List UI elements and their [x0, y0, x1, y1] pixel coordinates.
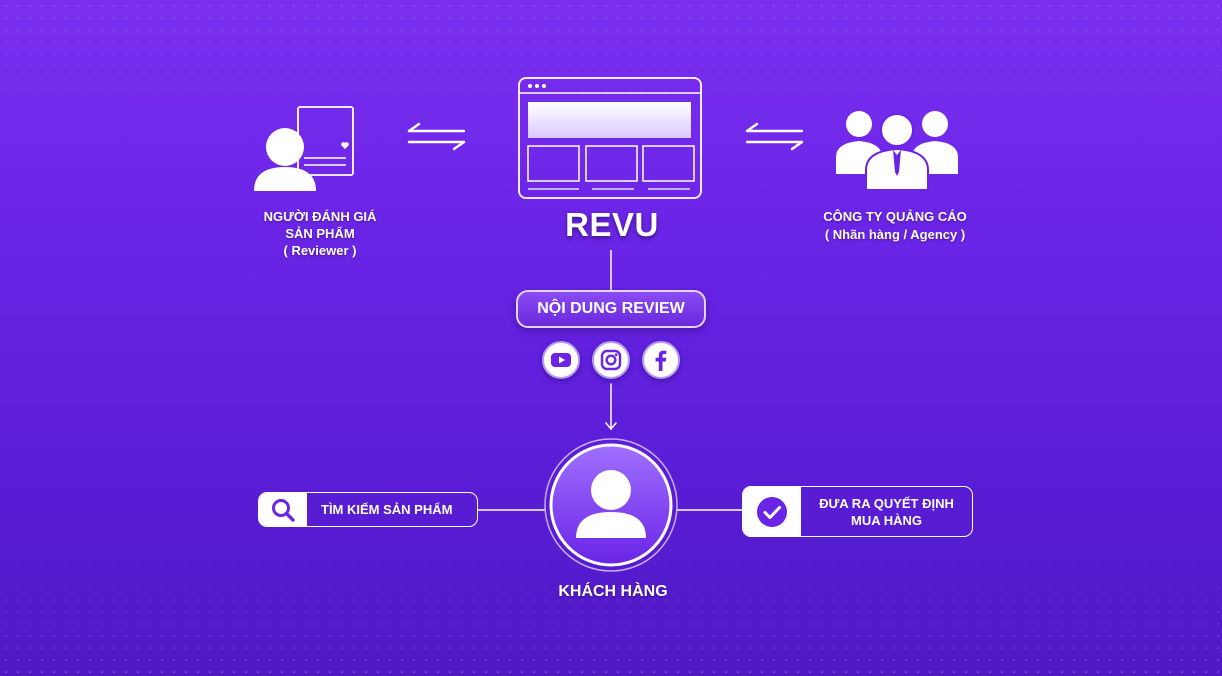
- browser-window-icon: [518, 77, 702, 199]
- reviewer-label-line3: ( Reviewer ): [283, 243, 357, 258]
- reviewer-icon: [254, 106, 354, 191]
- youtube-icon: [542, 341, 580, 379]
- reviewer-label-line2: SẢN PHẨM: [285, 226, 355, 241]
- search-product-label: TÌM KIẾM SẢN PHẨM: [321, 502, 453, 517]
- purchase-decision-label: ĐƯA RA QUYẾT ĐỊNH MUA HÀNG: [801, 495, 972, 529]
- content-review-label: NỘI DUNG REVIEW: [537, 300, 685, 317]
- reviewer-label-line1: NGƯỜI ĐÁNH GIÁ: [263, 209, 377, 224]
- facebook-icon: [642, 341, 680, 379]
- agency-label-line1: CÔNG TY QUẢNG CÁO: [823, 209, 967, 224]
- purchase-decision-line1: ĐƯA RA QUYẾT ĐỊNH: [819, 495, 954, 511]
- exchange-arrow-left: [407, 122, 466, 151]
- check-circle-icon: [743, 487, 801, 536]
- customer-label: KHÁCH HÀNG: [558, 583, 668, 600]
- arrow-content-customer: [605, 383, 617, 430]
- user-icon: [576, 470, 646, 538]
- purchase-decision-line2: MUA HÀNG: [850, 512, 922, 528]
- agency-label: CÔNG TY QUẢNG CÁO ( Nhãn hàng / Agency ): [790, 208, 1000, 244]
- people-group-icon: [836, 111, 958, 191]
- search-product-box: TÌM KIẾM SẢN PHẨM: [258, 492, 478, 527]
- exchange-arrow-right: [745, 122, 804, 151]
- agency-label-line2: ( Nhãn hàng / Agency ): [824, 227, 966, 242]
- reviewer-label: NGƯỜI ĐÁNH GIÁ SẢN PHẨM ( Reviewer ): [230, 208, 410, 259]
- content-review-pill: NỘI DUNG REVIEW: [516, 290, 706, 328]
- platform-title: REVU: [565, 206, 659, 243]
- purchase-decision-box: ĐƯA RA QUYẾT ĐỊNH MUA HÀNG: [742, 486, 973, 537]
- instagram-icon: [592, 341, 630, 379]
- search-icon: [259, 493, 307, 526]
